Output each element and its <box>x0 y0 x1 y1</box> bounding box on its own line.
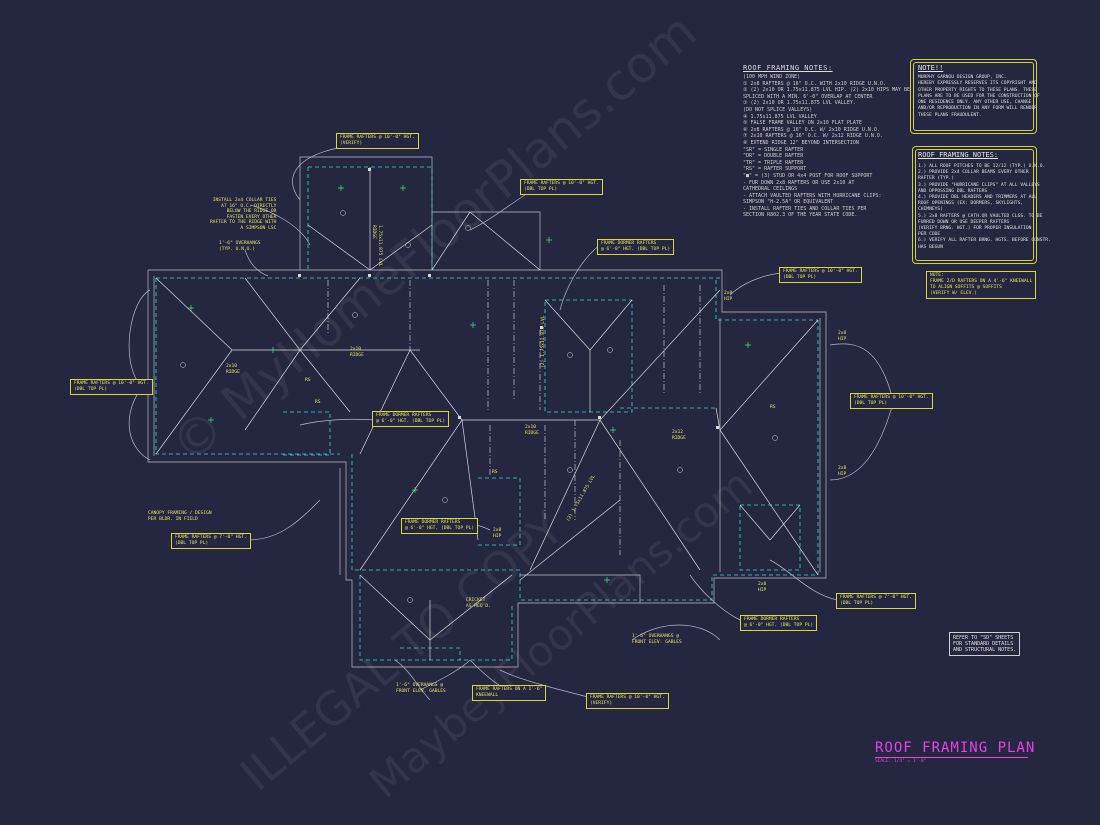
roof-framing-notes-inner <box>915 149 1034 261</box>
annotation-text: 1'-6" OVERHANGS @ FRONT ELEV. GABLES <box>396 683 446 694</box>
rafter-lines <box>327 280 701 555</box>
note-item: ⑦ 2x10 RAFTERS @ 16" O.C. W/ 2x12 RIDGE … <box>743 133 883 140</box>
roof-framing-notes-list: (100 MPH WIND ZONE) ① 2x8 RAFTERS @ 16" … <box>743 74 910 219</box>
callout-box: FRAME RAFTERS @ 10'-0" HGT. (DBL TOP PL) <box>70 379 153 395</box>
note-item: 6.) VERIFY ALL RAFTER BRNG. HGTS. BEFORE… <box>918 238 1051 244</box>
circled-tags <box>180 210 778 603</box>
wall-lines <box>155 166 819 661</box>
plan-label: 2x8 HIP <box>493 528 502 539</box>
note-item: "RS" = RAFTER SUPPORT <box>743 166 807 173</box>
note-item: PER CODE <box>918 232 941 238</box>
callout-box: FRAME RAFTERS @ 10'-0" HGT. (VERIFY) <box>336 133 419 149</box>
posts <box>298 168 719 429</box>
roof-framing-notes-box-title: ROOF FRAMING NOTES: <box>918 151 999 159</box>
copyright-note-box <box>910 59 1037 134</box>
callout-box: FRAME RAFTERS @ 10'-0" HGT. (DBL TOP PL) <box>520 179 603 195</box>
note-item: - ATTACH VAULTED RAFTERS WITH HURRICANE … <box>743 192 882 199</box>
plan-label: RS <box>315 400 321 405</box>
note-item: ① 2x8 RAFTERS @ 16" O.C. WITH 2x10 RIDGE… <box>743 80 886 87</box>
note-item: ROOF OPENINGS (EX: DORMERS, SKYLIGHTS, <box>918 201 1024 207</box>
plan-label: 2x10 RIDGE <box>525 425 539 436</box>
note-item: CHIMNEYS) <box>918 207 943 213</box>
note-item: RAFTER (TYP.) <box>918 176 954 182</box>
plan-label: 2x8 HIP <box>838 466 847 477</box>
callout-box: FRAME RAFTERS @ 10'-0" HGT. (VERIFY) <box>586 693 669 709</box>
plan-label: 2x8 HIP <box>838 331 847 342</box>
callout-box: FRAME RAFTERS @ 7'-0" HGT. (DBL TOP PL) <box>836 593 916 609</box>
note-item: SPLICED WITH A MIN. 6'-0" OVERLAP AT CEN… <box>743 93 873 100</box>
note-item: SECTION R802.3 OF THE YEAR STATE CODE. <box>743 212 858 219</box>
callout-box: FRAME DORMER RAFTERS @ 6'-0" HGT. (DBL T… <box>740 615 818 631</box>
note-item: (VERIFY BRNG. HGT.) FOR PROPER INSULATIO… <box>918 226 1032 232</box>
title-underline <box>875 757 1028 758</box>
note-item: HAS BEGUN <box>918 244 943 250</box>
callout-box: FRAME DORMER RAFTERS @ 6'-0" HGT. (DBL T… <box>372 411 450 427</box>
note-item: - FUR DOWN 2x8 RAFTERS OR USE 2x10 AT <box>743 179 855 186</box>
callout-box: FRAME DORMER RAFTERS @ 6'-0" HGT. (DBL T… <box>401 518 479 534</box>
note-item: AND OPPOSSING DBL RAFTERS <box>918 188 988 194</box>
note-item: CATHEDRAL CEILINGS <box>743 186 798 193</box>
note-item: 2.) PROVIDE 2x4 COLLAR BEAMS EVERY OTHER <box>918 170 1029 176</box>
callout-box: FRAME RAFTERS @ 7'-0" HGT. (DBL TOP PL) <box>171 533 251 549</box>
callout-box: FRAME DORMER RAFTERS @ 6'-0" HGT. (DBL T… <box>597 239 675 255</box>
plan-label: 1.75x11.875 LVL RIDGE <box>371 225 382 267</box>
callout-box: FRAME RAFTERS ON A 1'-6" KNEEWALL <box>472 685 547 701</box>
plan-label: 2x8 HIP <box>724 291 733 302</box>
copyright-note-inner <box>913 62 1034 131</box>
note-item: (DO NOT SPLICE VALLEYS) <box>743 106 813 113</box>
kneewall-note-box: NOTE: FRAME 2/D RAFTERS ON A 4'-6" KNEEW… <box>926 271 1037 299</box>
copyright-note-text: MURPHY GARNOU DESIGN GROUP, INC. HEREBY … <box>918 75 1040 118</box>
note-item: (100 MPH WIND ZONE) <box>743 74 801 80</box>
refer-sd-sheets-note: REFER TO "SD" SHEETS FOR STANDARD DETAIL… <box>949 632 1021 656</box>
note-item: ④ 1.75x11.875 LVL VALLEY <box>743 113 817 120</box>
plan-label: RS <box>492 470 498 475</box>
note-item: "TR" = TRIPLE RAFTER <box>743 159 804 166</box>
note-item: ② (2) 2x10 OR 1.75x11.875 LVL HIP. (2) 2… <box>743 87 911 94</box>
annotation-text: INSTALL 2x4 COLLAR TIES AT 16" O.C. DIRE… <box>210 198 277 231</box>
plan-label: 2x10 RIDGE <box>226 364 240 375</box>
page-title: ROOF FRAMING PLAN <box>875 740 1036 756</box>
note-item: - INSTALL RAFTER TIES AND COLLAR TIES PE… <box>743 205 867 212</box>
callout-box: FRAME RAFTERS @ 10'-0" HGT. (DBL TOP PL) <box>779 267 862 283</box>
scale-label: SCALE: 1/4" = 1'-0" <box>875 759 927 764</box>
plan-label: RS <box>305 378 311 383</box>
plan-label: (2) 1.75x11.875 LVL <box>541 315 546 368</box>
plan-label: 2x10 RIDGE <box>350 347 364 358</box>
note-item: SIMPSON "H-2.5A" OR EQUIVALENT <box>743 199 834 206</box>
roof-outline <box>147 156 827 668</box>
plan-label: 2x12 RIDGE <box>672 430 686 441</box>
note-item: "■" = (3) STUD OR 4x4 POST FOR ROOF SUPP… <box>743 172 873 179</box>
copyright-note-title: NOTE!! <box>918 64 944 72</box>
note-item: "SR" = SINGLE RAFTER <box>743 146 804 153</box>
note-item: 3.) PROVIDE "HURRICANE CLIPS" AT ALL VAL… <box>918 182 1040 188</box>
annotation-text: CRICKET AS REQ'D. <box>466 598 491 609</box>
note-item: ⑥ 2x8 RAFTERS @ 16" O.C. W/ 2x10 RIDGE U… <box>743 126 880 133</box>
note-item: ③ (2) 2x10 OR 1.75x11.875 LVL VALLEY. <box>743 100 856 107</box>
plan-label: 2x8 HIP <box>758 582 767 593</box>
roof-framing-notes-box <box>912 146 1037 264</box>
note-item: 1.) ALL ROOF PITCHES TO BE 12/12 (TYP.) … <box>918 164 1046 169</box>
note-item: 5.) 2x8 RAFTERS @ CATH.OR VAULTED CLGS. … <box>918 213 1043 219</box>
callout-box: FRAME RAFTERS @ 10'-0" HGT. (DBL TOP PL) <box>850 393 933 409</box>
note-item: ⑤ FALSE FRAME VALLEY ON 2x10 FLAT PLATE <box>743 120 862 127</box>
plan-label: RS <box>770 405 776 410</box>
roof-framing-notes-title: ROOF FRAMING NOTES: <box>743 64 833 72</box>
roof-framing-notes-box-list: 1.) ALL ROOF PITCHES TO BE 12/12 (TYP.) … <box>918 164 1051 251</box>
note-item: ⑧ EXTEND RIDGE 12" BEYOND INTERSECTION <box>743 139 859 146</box>
tie-symbols <box>188 185 751 583</box>
note-item: "DR" = DOUBLE RAFTER <box>743 153 804 160</box>
hip-valley-lines <box>155 167 819 660</box>
note-item: 4.) PROVIDE DBL HEADERS AND TRIMMERS AT … <box>918 195 1037 201</box>
annotation-text: 1'-6" OVERHANGS @ FRONT ELEV. GABLES <box>632 634 682 645</box>
note-item: FURRED DOWN OR USE DEEPER RAFTERS <box>918 219 1010 225</box>
annotation-text: CANOPY FRAMING / DESIGN PER BLDR. IN FIE… <box>148 511 212 522</box>
annotation-text: 1'-6" OVERHANGS (TYP. U.N.O.) <box>219 241 261 252</box>
